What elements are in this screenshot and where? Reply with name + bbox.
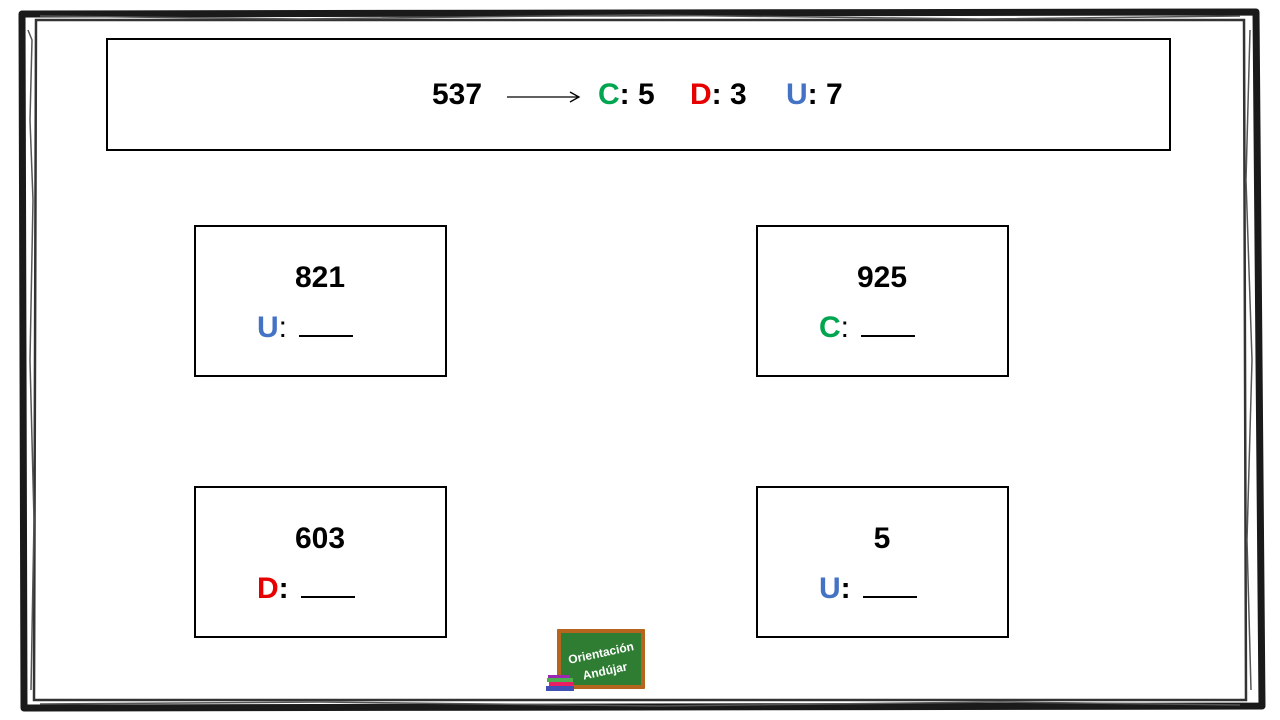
decenas-value: : 3 xyxy=(711,78,747,111)
exercise-letter: D xyxy=(257,572,279,605)
example-number: 537 xyxy=(432,78,483,111)
exercise-number: 821 xyxy=(294,261,346,294)
exercise-card: 821 U: xyxy=(194,225,447,377)
exercise-card: 603 D: xyxy=(194,486,447,638)
exercise-answer: C: xyxy=(819,309,916,345)
exercise-answer: U: xyxy=(257,309,354,345)
example-decenas: D: 3 xyxy=(690,78,747,112)
example-centenas: C: 5 xyxy=(598,78,655,112)
answer-blank[interactable] xyxy=(861,309,916,337)
centenas-value: : 5 xyxy=(619,78,655,111)
centenas-letter: C xyxy=(598,78,620,111)
exercise-colon: : xyxy=(840,311,850,344)
answer-blank[interactable] xyxy=(300,570,355,598)
exercise-card: 925 C: xyxy=(756,225,1009,377)
exercise-number: 603 xyxy=(294,522,346,555)
arrow-icon xyxy=(507,91,581,103)
exercise-letter: C xyxy=(819,311,841,344)
exercise-card: 5 U: xyxy=(756,486,1009,638)
exercise-colon: : xyxy=(840,572,851,605)
exercise-letter: U xyxy=(257,311,279,344)
answer-blank[interactable] xyxy=(862,570,917,598)
exercise-colon: : xyxy=(278,572,289,605)
answer-blank[interactable] xyxy=(299,309,354,337)
exercise-letter: U xyxy=(819,572,841,605)
exercise-number: 5 xyxy=(873,522,891,555)
decenas-letter: D xyxy=(690,78,712,111)
unidades-letter: U xyxy=(786,78,808,111)
books-icon xyxy=(546,675,574,691)
exercise-answer: U: xyxy=(819,570,917,606)
exercise-answer: D: xyxy=(257,570,355,606)
example-unidades: U: 7 xyxy=(786,78,843,112)
example-box xyxy=(106,38,1171,151)
example-row: 537 C: 5 D: 3 U: 7 xyxy=(0,76,1280,120)
unidades-value: : 7 xyxy=(807,78,843,111)
orientacion-andujar-logo: Orientación Andújar xyxy=(546,629,645,691)
exercise-colon: : xyxy=(278,311,288,344)
exercise-number: 925 xyxy=(856,261,908,294)
